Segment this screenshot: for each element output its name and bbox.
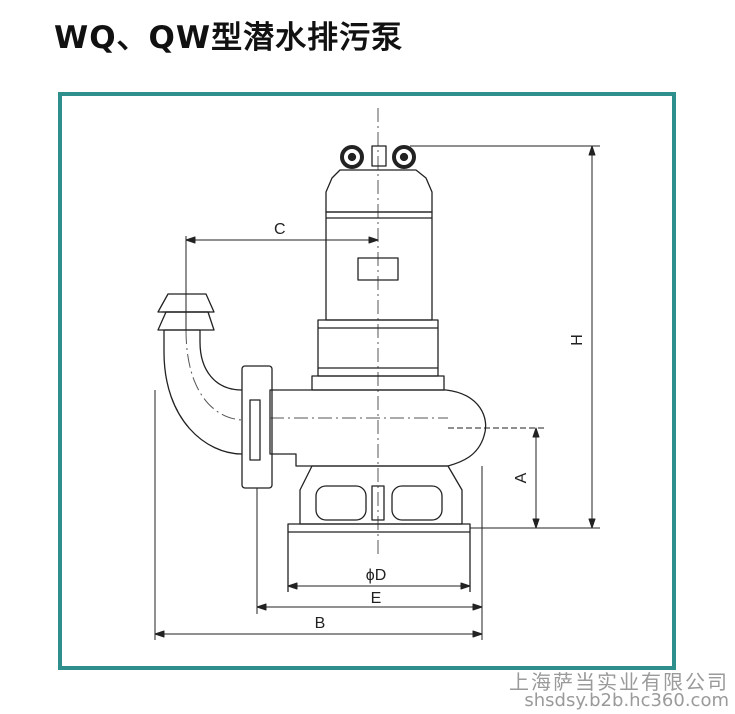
dim-label-d: ϕD: [366, 567, 387, 584]
hose-barb: [157, 293, 215, 313]
motor-cap: [325, 169, 433, 213]
drawing-frame: [58, 92, 676, 670]
dim-d: [287, 582, 471, 590]
watermark-site: shsdsy.b2b.hc360.com: [524, 690, 729, 711]
page-title: WQ、QW型潜水排污泵: [54, 20, 404, 56]
watermark-company: 上海萨当实业有限公司: [509, 670, 729, 694]
dim-e: [256, 466, 483, 640]
nameplate: [357, 257, 399, 281]
dim-h: [410, 145, 600, 529]
elbow-pipe: [163, 329, 243, 455]
dim-label-c: C: [274, 221, 286, 238]
dim-c: [185, 236, 379, 330]
foot-plate: [287, 523, 471, 533]
motor-body: [325, 211, 433, 321]
dim-label-h: H: [569, 334, 586, 346]
dim-label-b: B: [315, 615, 326, 632]
pump-base: [299, 465, 463, 525]
flange: [241, 365, 273, 489]
dim-b: [154, 390, 483, 640]
dim-a: [448, 427, 546, 529]
dim-label-a: A: [513, 472, 530, 483]
lifting-eyes: [340, 145, 416, 169]
dim-label-e: E: [371, 590, 382, 607]
